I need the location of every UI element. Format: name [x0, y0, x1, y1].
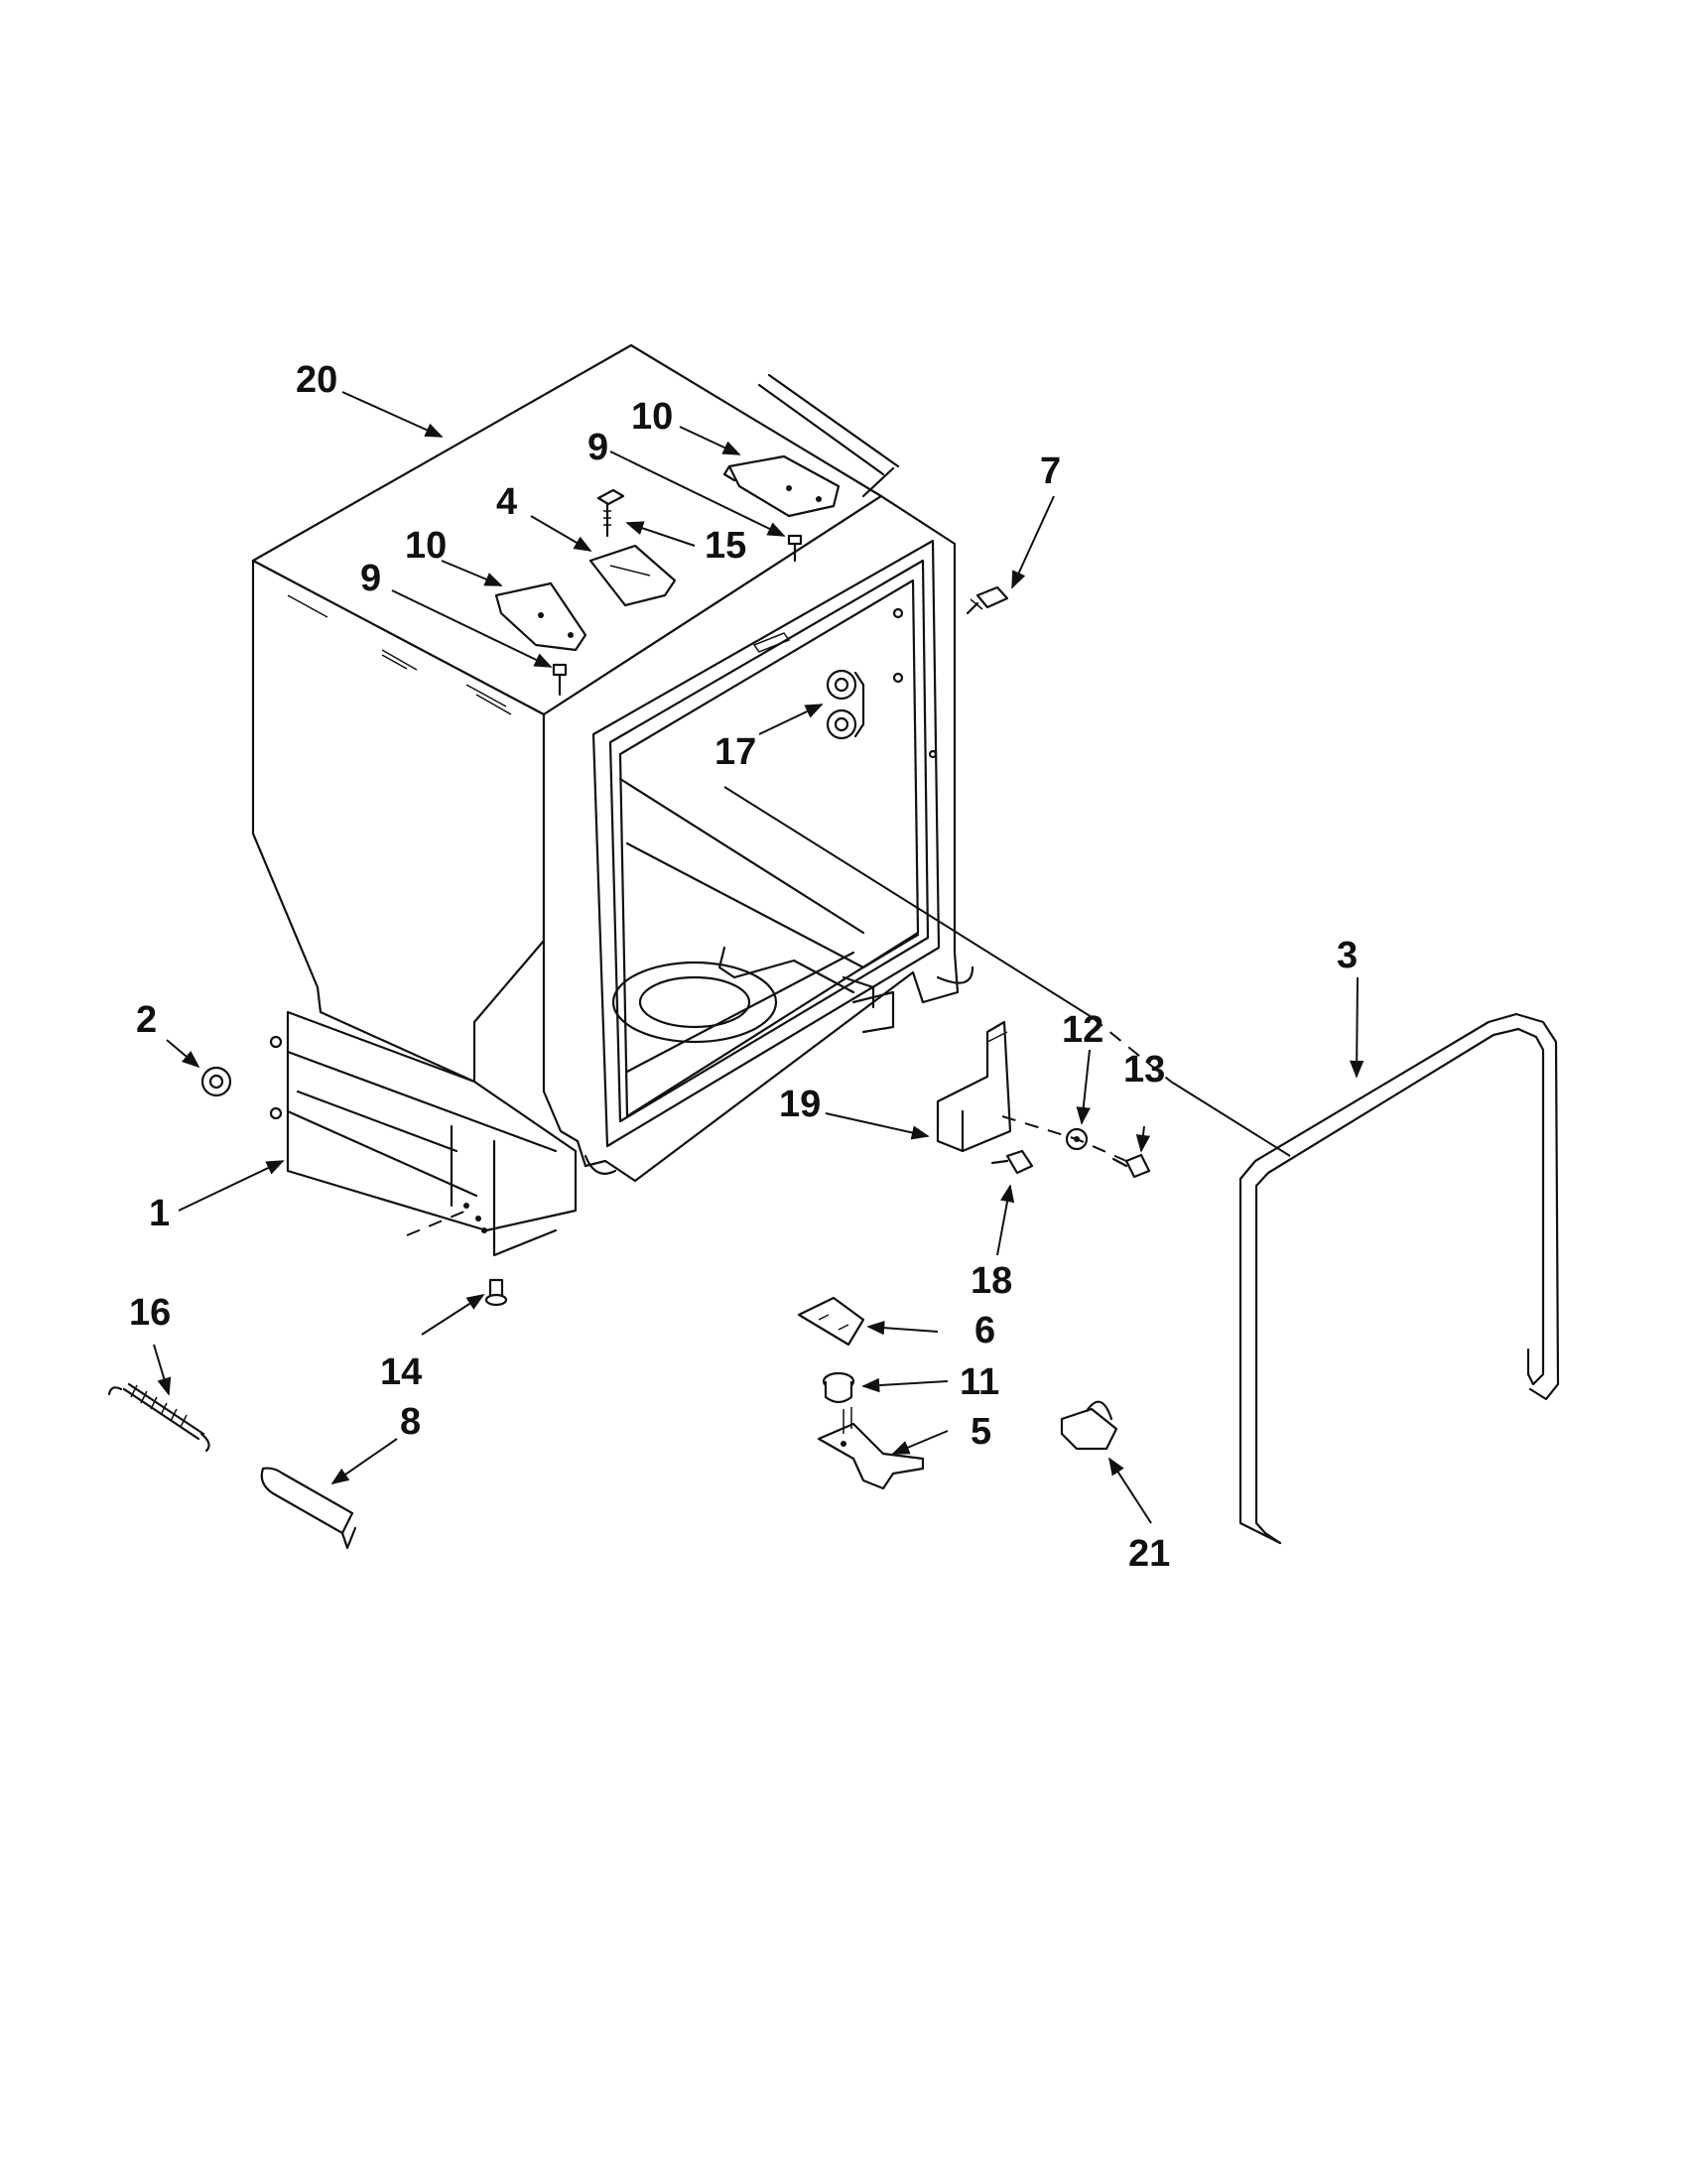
callout-9b: 9	[360, 558, 381, 599]
door-spring	[107, 1382, 210, 1453]
reference-line-lower	[1170, 1081, 1291, 1157]
screw-lower	[552, 663, 568, 697]
screw-upper	[787, 534, 803, 563]
callouts: 20 10 9 7 4 15 10 9 17 3 2 12 13 19 1 18…	[129, 359, 1358, 1575]
callout-13: 13	[1123, 1049, 1165, 1091]
callout-8: 8	[400, 1401, 421, 1443]
callout-18: 18	[971, 1260, 1012, 1302]
callout-17: 17	[714, 731, 756, 773]
callout-21: 21	[1128, 1533, 1170, 1575]
reference-line-dashed	[1091, 1016, 1172, 1083]
callout-1: 1	[149, 1193, 170, 1234]
clip-twenty-one	[1060, 1400, 1118, 1451]
screw-seven	[966, 585, 1009, 615]
grommet	[200, 1066, 232, 1097]
callout-5: 5	[971, 1411, 991, 1453]
callout-19: 19	[779, 1084, 821, 1125]
tub-assembly	[251, 343, 974, 1257]
callout-4: 4	[496, 481, 517, 523]
mounting-bracket-upper	[722, 454, 841, 518]
thermostat-eleven	[822, 1371, 855, 1404]
screw-fifteen	[596, 488, 625, 538]
roller-pair	[826, 669, 865, 740]
door-gasket	[1238, 1012, 1560, 1545]
alignment-line	[1001, 1115, 1127, 1162]
label-six	[797, 1296, 865, 1347]
screw-thirteen	[1111, 1153, 1151, 1179]
callout-11: 11	[960, 1361, 999, 1403]
callout-9a: 9	[587, 427, 608, 468]
callout-10b: 10	[405, 525, 447, 567]
leveling-leg	[484, 1278, 508, 1307]
callout-2: 2	[136, 999, 157, 1041]
callout-6: 6	[974, 1310, 995, 1351]
callout-7: 7	[1040, 450, 1061, 492]
reference-line	[723, 786, 1093, 1018]
mounting-bracket-lower	[494, 581, 587, 652]
bracket-five	[817, 1407, 925, 1490]
callout-16: 16	[129, 1292, 171, 1334]
leader-lines	[153, 391, 1364, 1524]
callout-12: 12	[1062, 1009, 1104, 1051]
foot-cover	[260, 1467, 357, 1550]
callout-10a: 10	[631, 396, 673, 438]
plate-four	[588, 544, 677, 607]
callout-14: 14	[380, 1351, 422, 1393]
bracket-nineteen	[936, 1020, 1012, 1153]
callout-3: 3	[1337, 935, 1358, 976]
callout-15: 15	[705, 525, 746, 567]
callout-20: 20	[296, 359, 337, 401]
screw-eighteen	[990, 1149, 1034, 1175]
